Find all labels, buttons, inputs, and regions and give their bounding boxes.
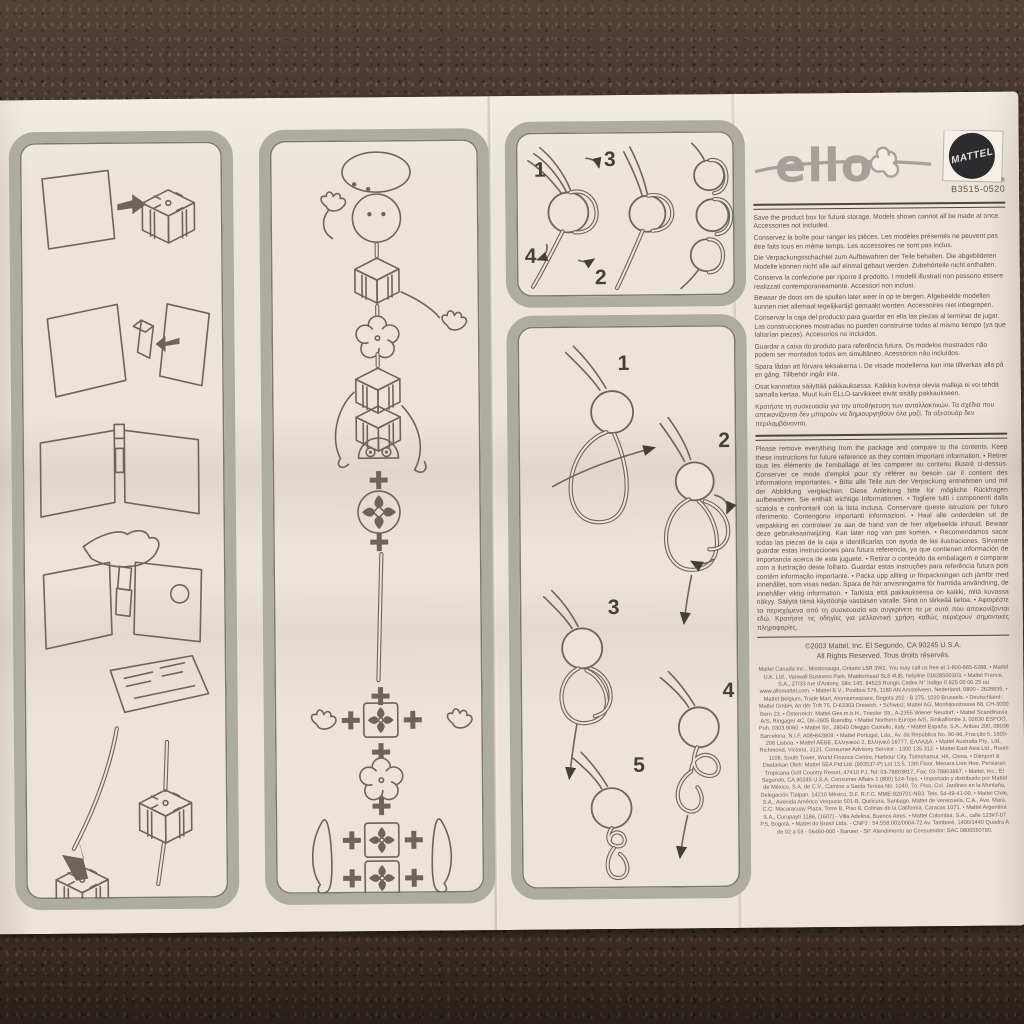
figure-parts-formula [310, 437, 473, 895]
divider-rule [755, 432, 1008, 442]
knot-step-1: 1 [551, 345, 656, 525]
notice-spanish: Conservar la caja del producto para guar… [754, 313, 1006, 340]
knot-step-5: 5 [572, 751, 645, 881]
knot-steps-diagram: 1 2 3 [542, 345, 737, 881]
unpack-notice: Please remove everything from the packag… [755, 443, 1009, 632]
copyright-line-2: All Rights Reserved. Tous droits réservé… [816, 650, 950, 661]
notice-dutch: Bewaar de doos om de spullen later weer … [754, 293, 994, 311]
bead-step-wrap: 1 3 4 2 [525, 146, 616, 289]
panel-figure-assembly [258, 128, 496, 906]
diagram-cube-threaded-on-rod [138, 739, 193, 887]
flower-icon [869, 146, 900, 178]
part-number: B3515-0520 [951, 183, 1006, 195]
diagram-two-panels-connector [46, 303, 211, 398]
panel-connector-assembly [8, 130, 240, 911]
mattel-logo-box: MATTEL ® [942, 129, 1005, 184]
bead-step-loop [614, 146, 675, 291]
notice-greek: Κρατήστε τη συσκευασία για την αποθήκευσ… [755, 401, 995, 428]
notice-swedish: Spara lådan att förvara leksakerna i. De… [754, 361, 1004, 380]
diagram-sticker-sheet [109, 654, 210, 714]
instruction-sheet: 1 3 4 2 [0, 91, 1024, 935]
connector-assembly-diagram [39, 169, 211, 900]
notice-italian: Conserva la confezione per riporre il pr… [753, 272, 1004, 291]
figure-assembly-diagram [310, 151, 473, 895]
ello-wordmark: ello [775, 138, 874, 193]
knot-step-4-label: 4 [722, 679, 734, 702]
bead-number-4: 4 [525, 245, 537, 268]
copyright-block: ©2003 Mattel, Inc. El Segundo, CA 90245 … [757, 640, 1009, 662]
mattel-addresses: Mattel Canada Inc., Mississauga, Ontario… [758, 664, 1010, 836]
mattel-wordmark: MATTEL [949, 145, 994, 166]
knot-step-3: 3 [542, 589, 620, 781]
mattel-logo-icon: MATTEL [948, 132, 996, 180]
diagram-panel-into-cube [41, 169, 196, 250]
panel-knot-steps: 1 2 3 [506, 313, 752, 900]
knot-step-3-label: 3 [608, 596, 620, 619]
divider-rule [753, 201, 1006, 210]
knot-step-4: 4 [659, 670, 735, 860]
notice-french: Conservez la boîte pour ranger les pièce… [753, 232, 998, 251]
figure-exploded-view [320, 151, 468, 473]
bead-step-chain [680, 142, 734, 290]
diagram-hinged-panels [39, 423, 200, 518]
diagram-hand-connector [42, 529, 203, 650]
notice-portuguese: Guardar a caixa do produto para referênc… [754, 341, 988, 360]
logo-row: ello MATTEL ® B3515-0520 [753, 129, 1006, 198]
bead-number-2: 2 [595, 266, 607, 289]
notice-finnish: Osat kannattaa säilyttää pakkauksessa. K… [754, 381, 999, 400]
notice-english: Save the product box for future storage.… [753, 212, 1000, 231]
diagram-rod-into-cube [55, 726, 119, 900]
text-column: ello MATTEL ® B3515-0520 Save the produc… [753, 129, 1012, 922]
divider-rule [757, 634, 1010, 639]
knot-step-1-label: 1 [618, 352, 630, 375]
notice-german: Die Verpackungsschachtel zum Aufbewahren… [753, 252, 997, 271]
panel-bead-threading: 1 3 4 2 [504, 119, 747, 308]
bead-number-3: 3 [604, 148, 616, 171]
bead-number-1: 1 [534, 159, 546, 182]
knot-step-5-label: 5 [633, 754, 645, 777]
bead-threading-diagram: 1 3 4 2 [525, 142, 734, 291]
knot-step-2-label: 2 [718, 429, 730, 452]
knot-step-2: 2 [659, 416, 737, 626]
ello-logo: ello [754, 138, 932, 193]
